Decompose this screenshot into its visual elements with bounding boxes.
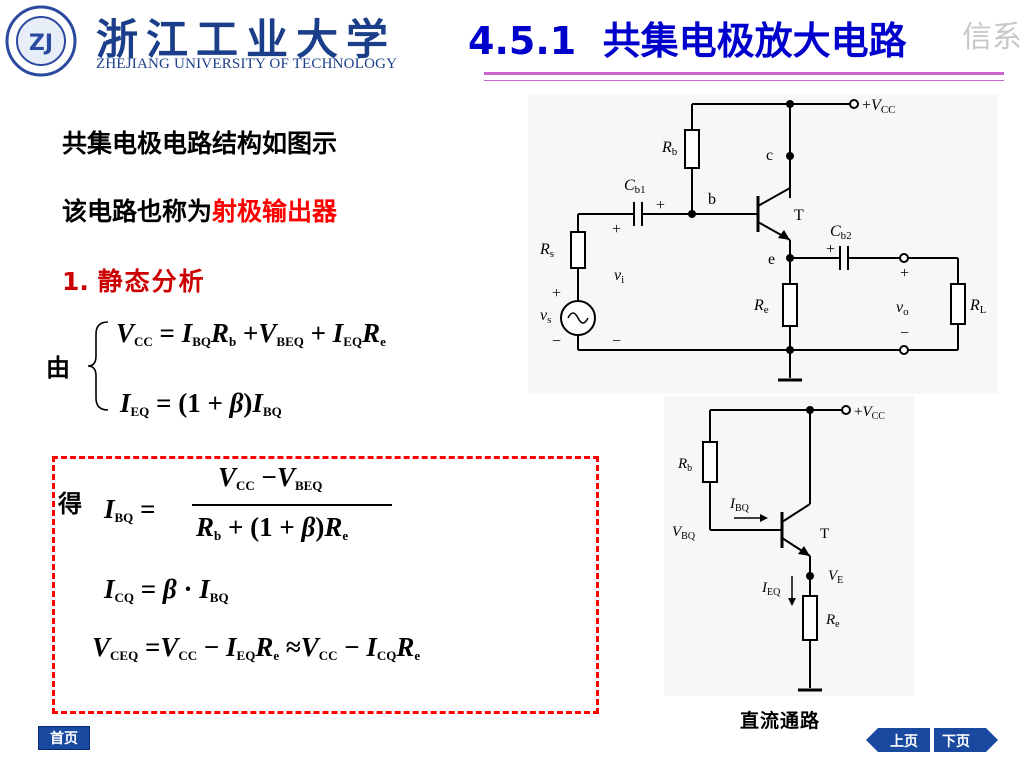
svg-text:−: −	[900, 325, 909, 342]
svg-text:b: b	[708, 191, 716, 208]
home-button[interactable]: 首页	[38, 726, 90, 750]
result-box	[52, 456, 599, 714]
next-page-label: 下页	[942, 734, 970, 750]
given-label: 由	[46, 354, 70, 382]
university-name: 浙江工业大学	[96, 15, 397, 64]
svg-text:+: +	[656, 197, 665, 214]
emitter-follower-text: 该电路也称为射极输出器	[62, 192, 337, 228]
next-page-button[interactable]: 下页	[934, 728, 998, 752]
svg-text:−: −	[552, 333, 561, 350]
dc-path-caption: 直流通路	[740, 710, 821, 732]
svg-text:T: T	[820, 526, 829, 542]
fraction-line	[192, 504, 392, 506]
university-logo: ZJ	[4, 4, 78, 78]
prev-arrow-icon	[866, 728, 930, 752]
equation-ibq-lhs: IBQ =	[104, 494, 156, 525]
equation-vceq: VCEQ =VCC − IEQRe ≈VCC − ICQRe	[92, 632, 421, 663]
header-divider-thin	[484, 80, 1004, 81]
emitter-follower-highlight: 射极输出器	[212, 197, 338, 226]
svg-text:+: +	[826, 241, 835, 258]
equation-ibq-numerator: VCC −VBEQ	[218, 462, 323, 493]
prev-page-button[interactable]: 上页	[866, 728, 930, 752]
svg-text:c: c	[766, 147, 773, 164]
svg-text:ZJ: ZJ	[29, 31, 53, 56]
emitter-follower-prefix: 该电路也称为	[62, 197, 213, 226]
intro-text: 共集电极电路结构如图示	[62, 129, 338, 158]
svg-text:−: −	[612, 333, 621, 350]
svg-text:+: +	[900, 265, 909, 282]
equation-brace	[86, 320, 112, 416]
svg-text:+: +	[552, 285, 561, 302]
svg-text:vi: vi	[614, 267, 624, 286]
equation-icq: ICQ = β · IBQ	[104, 574, 229, 605]
university-name-english: ZHEJIANG UNIVERSITY OF TECHNOLOGY	[96, 56, 398, 72]
section-heading: 1. 静态分析	[62, 262, 206, 298]
section-number: 1.	[62, 267, 89, 296]
prev-page-label: 上页	[890, 734, 918, 750]
circuit-diagram-dc-path: +VCC Rb IBQ VBQ T VE IEQ Re	[664, 396, 914, 700]
svg-text:+: +	[612, 221, 621, 238]
svg-text:T: T	[794, 207, 804, 224]
section-title: 静态分析	[97, 267, 206, 296]
svg-text:vs: vs	[540, 307, 551, 326]
header-watermark: 信系	[962, 20, 1022, 55]
circuit-diagram-emitter-follower: +VCC Rb c b T Cb1 + + Cb2 + e Rs vi vs +…	[528, 94, 998, 398]
next-arrow-icon	[934, 728, 998, 752]
slide-title: 4.5.1 共集电极放大电路	[468, 19, 907, 63]
equation-current-gain: IEQ = (1 + β)IBQ	[120, 388, 282, 419]
header-divider	[484, 72, 1004, 75]
svg-text:e: e	[768, 251, 775, 268]
equation-kvl-input: VCC = IBQRb +VBEQ + IEQRe	[116, 318, 386, 349]
equation-ibq-denominator: Rb + (1 + β)Re	[196, 512, 349, 543]
result-label: 得	[58, 490, 82, 518]
